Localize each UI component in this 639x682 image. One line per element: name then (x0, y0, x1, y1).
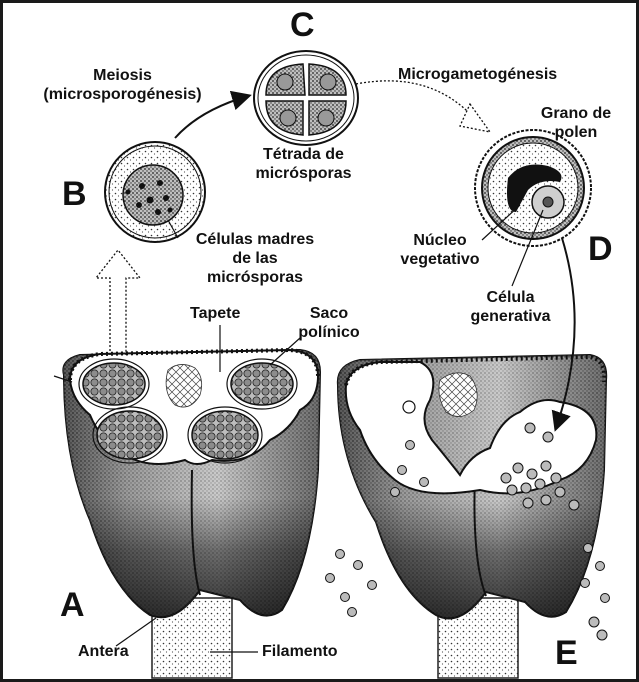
letter-e: E (555, 636, 578, 670)
letter-d: D (588, 232, 613, 266)
tetrad-line-1: Tétrada de (226, 145, 381, 164)
label-generative-cell: Célula generativa (448, 288, 573, 326)
tetrad-c (254, 51, 358, 145)
veg-nucleus-line-1: Núcleo (388, 231, 492, 250)
arrow-c-to-d (356, 81, 474, 118)
meiosis-line-1: Meiosis (5, 66, 240, 85)
letter-c: C (290, 8, 315, 42)
label-meiosis: Meiosis (microsporogénesis) (5, 66, 240, 104)
letter-b: B (62, 177, 87, 211)
label-vegetative-nucleus: Núcleo vegetativo (388, 231, 492, 269)
mother-cells-line-3: micrósporas (170, 268, 340, 287)
pollen-sac-line-1: Saco (284, 304, 374, 323)
label-tapetum: Tapete (190, 304, 240, 323)
pollen-sac-line-2: polínico (284, 323, 374, 342)
gen-cell-line-2: generativa (448, 307, 573, 326)
anther-a (63, 350, 320, 617)
anther-e (326, 355, 610, 640)
pollen-grain-d (475, 130, 591, 246)
meiosis-line-2: (microsporogénesis) (5, 85, 240, 104)
label-tetrad: Tétrada de micrósporas (226, 145, 381, 183)
gen-cell-line-1: Célula (448, 288, 573, 307)
mother-cells-line-1: Células madres (170, 230, 340, 249)
letter-a: A (60, 588, 85, 622)
pollen-grain-line-2: polen (520, 123, 632, 142)
label-filament: Filamento (262, 642, 338, 661)
veg-nucleus-line-2: vegetativo (388, 250, 492, 269)
pollen-grain-line-1: Grano de (520, 104, 632, 123)
label-pollen-grain: Grano de polen (520, 104, 632, 142)
label-anther: Antera (78, 642, 129, 661)
mother-cell-b (105, 142, 205, 242)
mother-cells-line-2: de las (170, 249, 340, 268)
label-microgametogenesis: Microgametogénesis (398, 65, 557, 84)
tetrad-line-2: micrósporas (226, 164, 381, 183)
arrow-a-to-b (96, 250, 140, 355)
label-mother-cells: Células madres de las micrósporas (170, 230, 340, 287)
label-pollen-sac: Saco polínico (284, 304, 374, 342)
